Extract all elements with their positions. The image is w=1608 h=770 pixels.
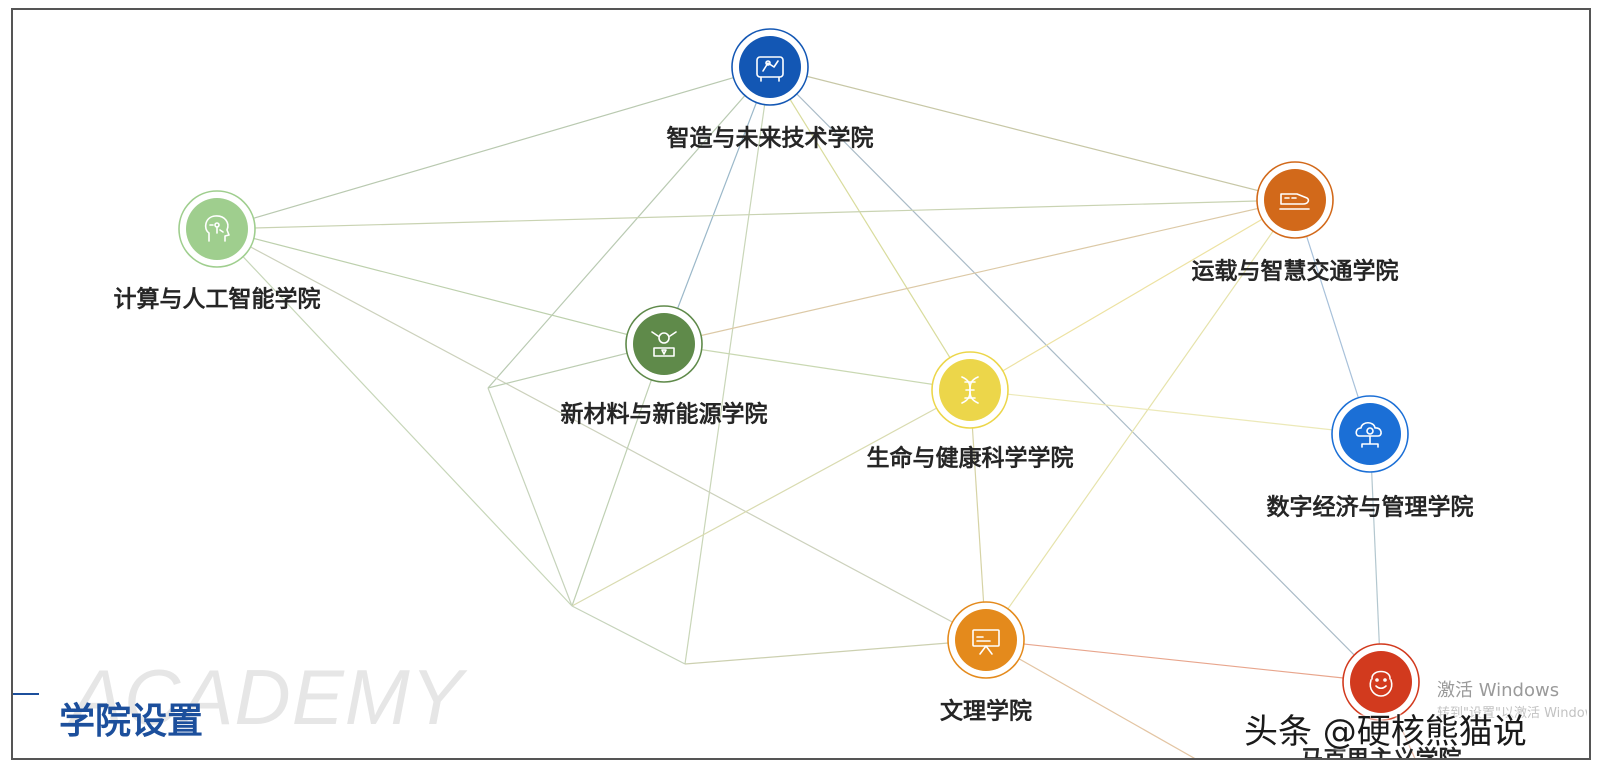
edge-yunzai-shengming [969, 199, 1296, 391]
node-shengming [931, 351, 1009, 429]
node-label-wenli: 文理学院 [940, 698, 1032, 725]
edge-yunzai-shuzi [1294, 199, 1371, 435]
node-label-xincailiao: 新材料与新能源学院 [561, 401, 768, 428]
edge-wenli-j4 [985, 639, 1196, 758]
edge-jisuan-wenli [216, 228, 987, 641]
os-activation-notice: 激活 Windows [1437, 680, 1560, 701]
edge-zhizao-yunzai [769, 66, 1296, 201]
node-label-shengming: 生命与健康科学学院 [867, 445, 1074, 472]
edge-zhizao-shengming [769, 66, 971, 391]
train-icon [1279, 193, 1310, 210]
node-disc [633, 313, 695, 375]
node-wenli [947, 601, 1025, 679]
dna-icon [961, 376, 979, 404]
edge-shengming-shuzi [969, 389, 1371, 435]
node-jisuan [178, 190, 256, 268]
edge-wenli-makesi [985, 639, 1382, 683]
node-label-zhizao: 智造与未来技术学院 [667, 125, 874, 152]
node-makesi [1342, 643, 1420, 721]
node-yunzai [1256, 161, 1334, 239]
edge-zhizao-j3 [684, 66, 771, 665]
edge-j2-j3 [571, 605, 686, 665]
edge-zhizao-makesi [769, 66, 1382, 683]
node-shuzi [1331, 395, 1409, 473]
ai-head-icon [204, 215, 230, 242]
edge-zhizao-jisuan [216, 66, 771, 230]
edge-zhizao-xincailiao [663, 66, 771, 345]
page-title: 学院设置 [59, 701, 204, 742]
robot-arm-icon [756, 56, 784, 82]
edge-zhizao-j1 [487, 66, 771, 389]
edge-shengming-j2 [571, 389, 971, 607]
accent-tick [13, 693, 39, 695]
edge-wenli-j3 [684, 639, 987, 665]
presentation-board-icon [972, 629, 1000, 655]
cloud-network-icon [1355, 421, 1382, 448]
edge-jisuan-j2 [216, 228, 573, 607]
energy-cell-icon [651, 331, 677, 357]
source-credit-watermark: 头条 @硬核熊猫说 [1244, 712, 1527, 752]
edge-jisuan-yunzai [216, 199, 1296, 230]
edge-jisuan-xincailiao [216, 228, 665, 345]
node-label-shuzi: 数字经济与管理学院 [1267, 494, 1474, 521]
node-disc [955, 609, 1017, 671]
node-disc [1264, 169, 1326, 231]
edge-shengming-wenli [969, 389, 987, 641]
node-disc [739, 36, 801, 98]
node-xincailiao [625, 305, 703, 383]
edge-j1-j2 [487, 387, 573, 607]
edge-xincailiao-shengming [663, 343, 971, 391]
os-activation-subtext: 转到"设置"以激活 Windows。 [1437, 706, 1587, 721]
node-label-makesi: 马克思主义学院 [1301, 746, 1462, 770]
watermark-word: ACADEMY [71, 653, 464, 741]
node-layer [178, 28, 1420, 721]
edge-xincailiao-j2 [571, 343, 665, 607]
marx-portrait-icon [1369, 670, 1393, 697]
edge-layer [216, 66, 1416, 758]
node-label-jisuan: 计算与人工智能学院 [114, 286, 321, 313]
node-zhizao [731, 28, 809, 106]
slide-frame: ACADEMY 学院设置 [11, 8, 1591, 760]
edge-yunzai-wenli [985, 199, 1296, 641]
node-disc [1350, 651, 1412, 713]
edge-yunzai-xincailiao [663, 199, 1296, 345]
node-label-yunzai: 运载与智慧交通学院 [1192, 258, 1399, 285]
edge-shuzi-makesi [1369, 433, 1382, 683]
